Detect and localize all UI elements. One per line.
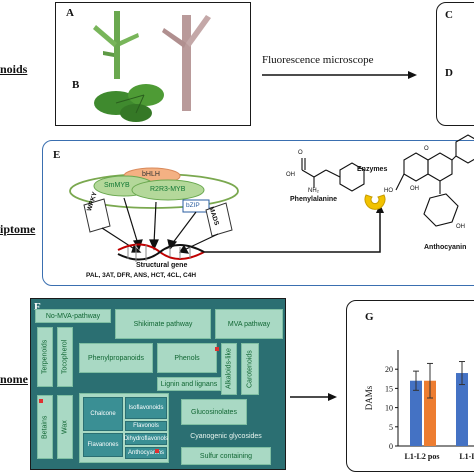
y-tick-label: 0	[389, 442, 393, 451]
box-lignin: Lignin and lignans	[157, 377, 221, 391]
structural-gene-title: Structural gene	[136, 262, 188, 269]
panel-cd: C D	[436, 2, 474, 126]
box-chalcone: Chalcone	[83, 397, 123, 431]
panel-label-d: D	[445, 67, 453, 79]
box-dihydroflavonols: Dihydroflavonols	[124, 433, 168, 445]
side-label-metabolome: nome	[0, 372, 28, 386]
box-no-mva: No-MVA-pathway	[35, 309, 111, 323]
box-cyanogenic: Cyanogenic glycosides	[190, 432, 262, 440]
box-phenols: Phenols	[157, 343, 217, 373]
panel-ab: A B	[55, 2, 251, 126]
panel-label-f: F	[34, 301, 41, 313]
atom-o2: O	[424, 146, 429, 152]
box-glucosinolates: Glucosinolates	[181, 399, 247, 425]
panel-label-g: G	[365, 311, 374, 323]
panel-label-b: B	[72, 79, 80, 91]
x-tick-label: L1-L2 pos	[405, 452, 440, 461]
box-flavonols: Flavonols	[125, 421, 167, 431]
arrow-right-icon	[262, 71, 417, 79]
tf-r2r3-label: R2R3-MYB	[150, 186, 186, 193]
box-isoflavonoids: Isoflavonoids	[125, 397, 167, 419]
panel-label-c: C	[445, 9, 453, 21]
panel-label-a: A	[66, 7, 74, 19]
tf-bhlh-label: bHLH	[142, 171, 160, 178]
box-flavanones: Flavanones	[83, 433, 123, 457]
box-mva: MVA pathway	[215, 309, 283, 339]
arrow-f-to-g-icon	[290, 393, 337, 401]
y-tick-label: 15	[385, 384, 393, 393]
pathway-arrow	[204, 210, 381, 253]
panel-f: F No-MVA-pathway Shikimate pathway MVA p…	[30, 298, 286, 470]
side-label-transcriptome: iptome	[0, 222, 36, 236]
bar	[424, 380, 436, 446]
x-tick-label: L1-L	[459, 452, 474, 461]
atom-nh2: NH₂	[308, 188, 319, 194]
plant-illustration	[93, 11, 211, 122]
arrow-label: Fluorescence microscope	[262, 54, 374, 66]
r2r3-shape	[131, 179, 205, 201]
anthocyanin-structure	[395, 134, 474, 227]
enzyme-icon	[364, 194, 386, 210]
side-label-flavonoids: noids	[0, 62, 28, 76]
enzymes-label: Enzymes	[357, 166, 388, 173]
box-phenylpropanoids: Phenylpropanoids	[79, 343, 153, 373]
box-sulfur: Sulfur containing	[181, 447, 271, 465]
phenylalanine-label: Phenylalanine	[290, 196, 338, 203]
structural-gene-list: PAL, 3AT, DFR, ANS, HCT, 4CL, C4H	[86, 272, 197, 279]
y-tick-label: 10	[385, 404, 393, 413]
atom-oh3: OH	[456, 224, 465, 230]
bar	[456, 373, 468, 446]
dna-helix	[117, 243, 205, 262]
y-tick-label: 20	[385, 365, 393, 374]
leaves-photo	[94, 84, 164, 122]
box-shikimate: Shikimate pathway	[115, 309, 211, 339]
bar	[410, 380, 422, 446]
wrky-shape	[83, 198, 111, 233]
tf-smmyb-label: SmMYB	[104, 182, 130, 189]
highlight-markers	[39, 347, 219, 453]
purple-stem-photo	[162, 15, 211, 111]
mads-shape	[205, 202, 233, 237]
panel-e: E	[42, 140, 474, 286]
panel-label-e: E	[53, 149, 61, 161]
tf-bzip-label: bZIP	[186, 202, 200, 209]
anthocyanin-label: Anthocyanin	[424, 244, 467, 251]
phenylalanine-structure	[301, 158, 365, 192]
atom-oh1: OH	[286, 172, 295, 178]
y-tick-label: 5	[389, 423, 393, 432]
atom-ho: HO	[384, 188, 393, 194]
green-stem-photo	[93, 11, 139, 79]
y-axis-label: DAMs	[364, 385, 374, 410]
atom-o1: O	[298, 150, 303, 156]
atom-oh2: OH	[410, 186, 419, 192]
